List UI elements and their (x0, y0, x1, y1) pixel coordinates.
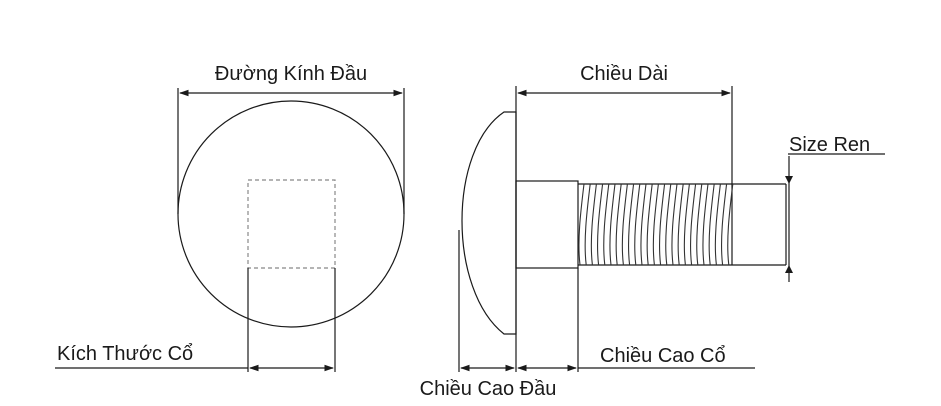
top-view (55, 88, 405, 372)
thread-crest (578, 183, 585, 266)
thread-size-label: Size Ren (789, 134, 870, 156)
side-view (458, 86, 885, 372)
square-neck-dashed (247, 179, 336, 269)
length-label: Chiều Dài (580, 63, 668, 85)
thread-crest (597, 183, 604, 266)
thread-crest (677, 183, 684, 266)
thread-crest (683, 183, 690, 266)
thread-crest (646, 183, 653, 266)
thread-crest (584, 183, 591, 266)
thread-crest (708, 183, 715, 266)
head-circle (177, 100, 405, 328)
thread-crest (609, 183, 616, 266)
thread-pattern (578, 183, 734, 266)
thread-crest (659, 183, 666, 266)
thread-crest (721, 183, 728, 266)
thread-crest (621, 183, 628, 266)
thread-crest (590, 183, 597, 266)
thread-crest (615, 183, 622, 266)
thread-crest (640, 183, 647, 266)
neck-size-label: Kích Thước Cổ (57, 343, 193, 365)
thread-crest (714, 183, 721, 266)
thread-crest (634, 183, 641, 266)
bolt-head-dome (461, 111, 517, 335)
bolt-neck (515, 180, 579, 269)
thread-crest (603, 183, 610, 266)
thread-size-arrow-bottom (785, 265, 793, 273)
neck-height-label: Chiều Cao Cổ (600, 345, 726, 367)
thread-crest (652, 183, 659, 266)
thread-crest (727, 183, 734, 266)
thread-crest (696, 183, 703, 266)
head-diameter-label: Đường Kính Đầu (215, 63, 367, 85)
thread-size-arrow-top (785, 176, 793, 184)
thread-crest (690, 183, 697, 266)
thread-crest (628, 183, 635, 266)
thread-crest (665, 183, 672, 266)
thread-crest (671, 183, 678, 266)
thread-crest (702, 183, 709, 266)
head-height-label: Chiều Cao Đầu (420, 378, 557, 400)
